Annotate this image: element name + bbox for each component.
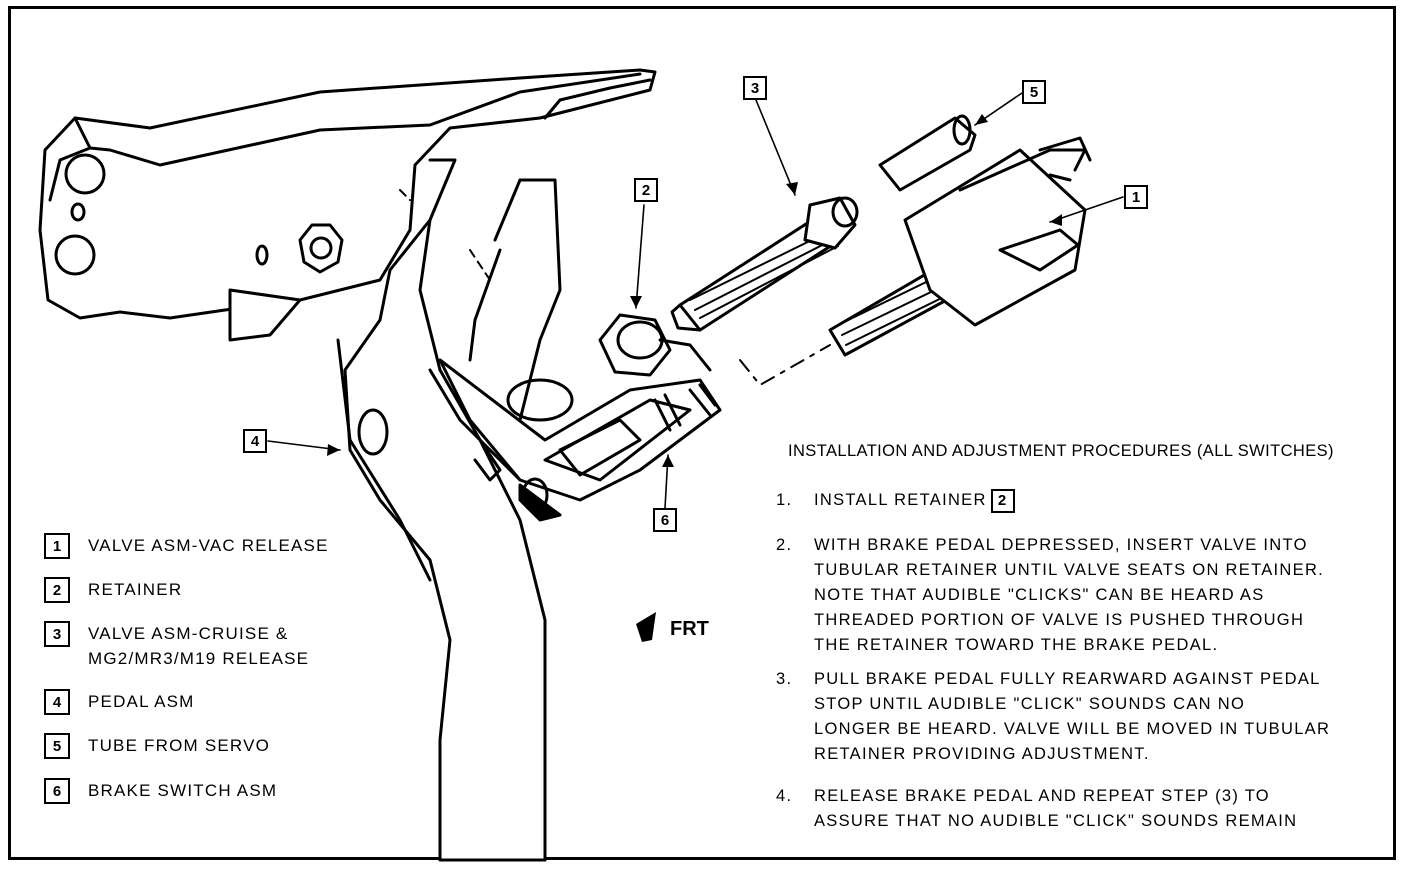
step-number: 2. <box>776 536 793 554</box>
callout-1: 1 <box>1124 185 1148 209</box>
callout-2: 2 <box>634 178 658 202</box>
legend-number: 1 <box>44 533 70 559</box>
legend-item: 4 PEDAL ASM <box>44 689 195 715</box>
procedures-title: INSTALLATION AND ADJUSTMENT PROCEDURES (… <box>788 442 1334 460</box>
servo-tube <box>878 114 977 192</box>
retainer <box>506 313 712 422</box>
legend-item: 3 VALVE ASM-CRUISE & MG2/MR3/M19 RELEASE <box>44 621 309 671</box>
legend-label: RETAINER <box>88 580 183 599</box>
cruise-release-valve <box>670 196 859 332</box>
legend-number: 2 <box>44 577 70 603</box>
vac-release-valve <box>828 136 1092 357</box>
legend-number: 6 <box>44 778 70 804</box>
step-number: 1. <box>776 491 793 509</box>
front-direction-label: FRT <box>670 618 709 640</box>
legend-number: 5 <box>44 733 70 759</box>
legend-label: BRAKE SWITCH ASM <box>88 781 278 800</box>
legend-label: VALVE ASM-VAC RELEASE <box>88 536 329 555</box>
callout-6: 6 <box>653 508 677 532</box>
step-text: RELEASE BRAKE PEDAL AND REPEAT STEP (3) … <box>814 787 1298 830</box>
legend-item: 2 RETAINER <box>44 577 182 603</box>
step-reference-box: 2 <box>990 488 1015 513</box>
diagram-frame <box>8 6 1396 860</box>
legend-item: 1 VALVE ASM-VAC RELEASE <box>44 533 329 559</box>
step-number: 4. <box>776 787 793 805</box>
leader-lines <box>267 92 1124 509</box>
callout-5: 5 <box>1022 80 1046 104</box>
step-text-body: INSTALL RETAINER <box>814 491 987 509</box>
legend-number: 4 <box>44 689 70 715</box>
legend-label: VALVE ASM-CRUISE & MG2/MR3/M19 RELEASE <box>88 624 310 668</box>
legend-label: TUBE FROM SERVO <box>88 736 271 755</box>
procedure-step: 4. RELEASE BRAKE PEDAL AND REPEAT STEP (… <box>776 784 1384 834</box>
front-direction-arrow-icon <box>636 612 656 642</box>
legend-label: PEDAL ASM <box>88 692 195 711</box>
callout-3: 3 <box>743 76 767 100</box>
pedal-bracket <box>38 68 657 342</box>
brake-switch-assembly <box>438 358 722 522</box>
procedure-step: 2. WITH BRAKE PEDAL DEPRESSED, INSERT VA… <box>776 533 1384 658</box>
step-number: 3. <box>776 670 793 688</box>
legend-number: 3 <box>44 621 70 647</box>
step-text: PULL BRAKE PEDAL FULLY REARWARD AGAINST … <box>814 670 1331 763</box>
legend-item: 6 BRAKE SWITCH ASM <box>44 778 277 804</box>
pedal-arm <box>336 158 562 862</box>
assembly-centerline <box>739 344 831 386</box>
legend-item: 5 TUBE FROM SERVO <box>44 733 270 759</box>
procedure-step: 3. PULL BRAKE PEDAL FULLY REARWARD AGAIN… <box>776 667 1384 767</box>
callout-4: 4 <box>243 429 267 453</box>
step-text: WITH BRAKE PEDAL DEPRESSED, INSERT VALVE… <box>814 536 1325 654</box>
